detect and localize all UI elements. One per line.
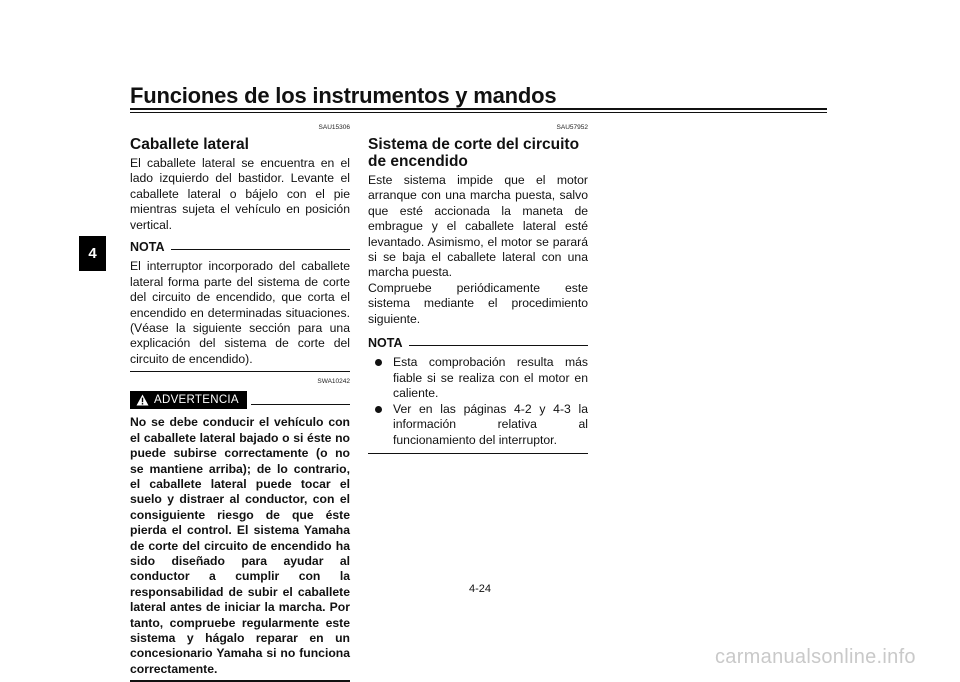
- ignition-check-paragraph: Compruebe periódicamente este sistema me…: [368, 280, 588, 326]
- watermark[interactable]: carmanualsonline.info: [715, 646, 916, 668]
- section-code: SAU57952: [556, 124, 588, 131]
- bullet-icon: [375, 405, 382, 413]
- note-rule: [408, 344, 588, 346]
- note-label: NOTA: [130, 240, 165, 255]
- note-end-rule: [368, 452, 588, 454]
- chapter-tab: 4: [79, 236, 106, 271]
- note-end-rule: [130, 371, 350, 373]
- section-heading-ignition-cutoff: Sistema de corte del circuito de encendi…: [368, 136, 580, 170]
- note-header: NOTA: [368, 336, 588, 351]
- warning-badge: ADVERTENCIA: [130, 391, 247, 410]
- note-header: NOTA: [130, 240, 350, 255]
- ignition-paragraph: Este sistema impide que el motor arranqu…: [368, 173, 588, 280]
- list-item: Esta comprobación resulta más fiable si …: [368, 355, 588, 401]
- note-paragraph: El interruptor incorporado del caballete…: [130, 259, 350, 366]
- list-item: Ver en las páginas 4-2 y 4-3 la informac…: [368, 402, 588, 448]
- warning-triangle-icon: [136, 394, 149, 406]
- warning-label: ADVERTENCIA: [154, 393, 239, 406]
- side-stand-paragraph: El caballete lateral se encuentra en el …: [130, 156, 350, 232]
- warning-code: SWA10242: [317, 378, 350, 386]
- warning-header: ADVERTENCIA: [130, 391, 350, 410]
- note-label: NOTA: [368, 336, 403, 351]
- note-list: Esta comprobación resulta más fiable si …: [368, 355, 588, 447]
- list-item-text: Ver en las páginas 4-2 y 4-3 la informac…: [393, 401, 588, 447]
- note-rule: [170, 248, 350, 250]
- section-heading-side-stand: Caballete lateral: [130, 136, 249, 153]
- header-rule: [130, 108, 827, 110]
- bullet-icon: [375, 359, 382, 367]
- page-title: Funciones de los instrumentos y mandos: [130, 83, 557, 108]
- left-column: SAU15306 Caballete lateral El caballete …: [130, 124, 350, 682]
- list-item-text: Esta comprobación resulta más fiable si …: [393, 355, 588, 401]
- header-rule-thin: [130, 112, 827, 113]
- page-number: 4-24: [468, 583, 492, 595]
- warning-rule: [250, 403, 350, 405]
- warning-paragraph: No se debe conducir el vehículo con el c…: [130, 415, 350, 676]
- right-column: SAU57952 Sistema de corte del circuito d…: [368, 124, 588, 454]
- section-code: SAU15306: [318, 124, 350, 131]
